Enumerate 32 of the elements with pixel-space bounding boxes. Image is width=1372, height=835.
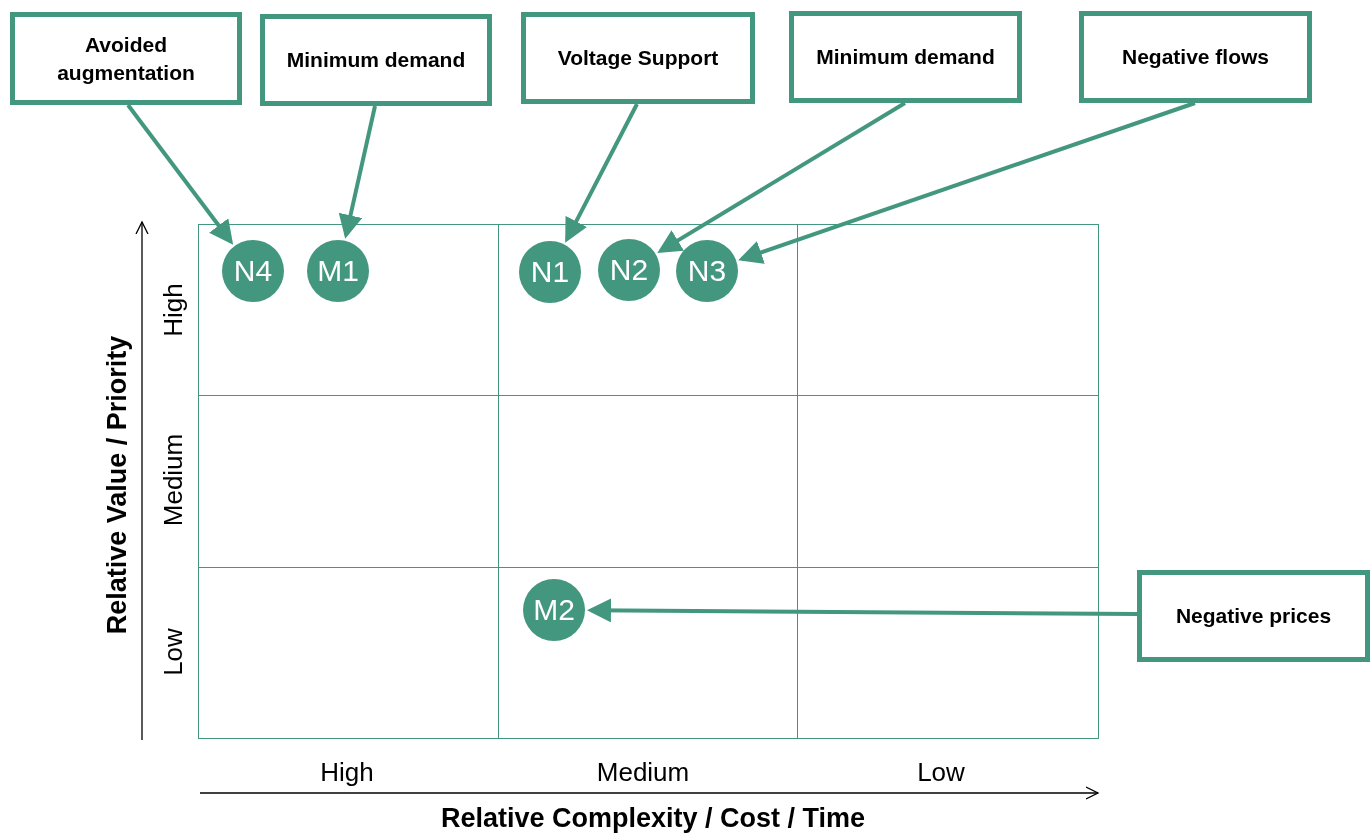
- axis-label: Low: [917, 756, 965, 788]
- arrow: [126, 103, 234, 245]
- arrow: [338, 105, 377, 239]
- axis-label: High: [157, 283, 189, 337]
- callout-text: Minimum demand: [816, 44, 995, 71]
- callout-text: Negative flows: [1121, 44, 1269, 71]
- node-label: N3: [687, 254, 727, 288]
- callout-box: [260, 14, 492, 106]
- arrow: [738, 101, 1196, 264]
- arrow: [565, 103, 639, 243]
- node-label: N4: [233, 254, 273, 288]
- arrow: [657, 101, 907, 253]
- axis-label: High: [320, 756, 374, 788]
- axis-title: Relative Complexity / Cost / Time: [440, 802, 866, 834]
- node-label: N2: [609, 253, 649, 287]
- callout-text: Negative prices: [1175, 603, 1332, 630]
- node-label: M2: [533, 593, 575, 627]
- axis-label: Low: [157, 628, 189, 676]
- node-label: N1: [530, 255, 570, 289]
- callout-box: [10, 12, 242, 105]
- node-label: M1: [317, 254, 359, 288]
- arrow: [587, 598, 1137, 623]
- callout-box: [521, 12, 755, 104]
- callout-box: [1079, 11, 1312, 103]
- callout-text: Avoided augmentation: [56, 32, 196, 86]
- callout-box: [789, 11, 1022, 103]
- axis-label: Medium: [596, 756, 690, 788]
- axis-label: Medium: [157, 433, 189, 527]
- callout-box: [1137, 570, 1370, 662]
- axis-title: Relative Value / Priority: [101, 335, 133, 635]
- callout-text: Minimum demand: [286, 47, 466, 74]
- callout-text: Voltage Support: [557, 45, 719, 72]
